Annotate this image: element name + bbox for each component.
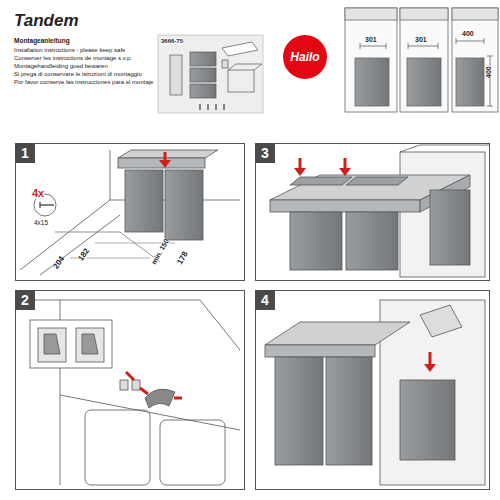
step2-illustration xyxy=(20,300,240,485)
step-panel: 4 xyxy=(255,290,490,490)
cabinet-dimension-views xyxy=(345,8,498,112)
step-panel: 2 xyxy=(15,290,245,490)
header-text: Por favor conserve las instrucciones par… xyxy=(14,79,153,85)
screw-size: 4x15 xyxy=(34,220,48,227)
dimension: 204 xyxy=(52,255,66,271)
dimension: min. 150 xyxy=(150,238,170,266)
step-number: 3 xyxy=(255,143,275,163)
step-number: 2 xyxy=(15,290,35,310)
step3-illustration xyxy=(270,145,490,277)
dimension: 301 xyxy=(365,36,377,43)
step-number: 4 xyxy=(255,290,275,310)
header-text: Montageanleitung xyxy=(14,38,70,45)
article-number: 3666-75 xyxy=(161,38,183,44)
dimension: 400 xyxy=(485,66,492,78)
step-number: 1 xyxy=(15,143,35,163)
kit-contents xyxy=(158,35,263,113)
step-panel: 3 xyxy=(255,143,490,281)
header-text: Si prega di conservare le istruzioni di … xyxy=(14,71,142,77)
dimension: 301 xyxy=(415,36,427,43)
brand-logo: Hailo xyxy=(283,35,327,79)
dimension: 182 xyxy=(77,247,91,263)
logo-text: Hailo xyxy=(290,50,319,64)
title: Tandem xyxy=(14,12,79,29)
header-text: Conserver les instructions de montage s.… xyxy=(14,55,132,61)
dimension: 400 xyxy=(462,30,474,37)
step4-illustration xyxy=(265,300,485,485)
quantity: 4x xyxy=(32,188,44,199)
step-panel: 1 xyxy=(15,143,245,281)
dimension: 178 xyxy=(176,250,190,266)
header-text: Montagehandleiding goed bewaren xyxy=(14,63,108,69)
step1-illustration xyxy=(20,150,240,275)
header-text: Installation instructions - please keep … xyxy=(14,47,125,53)
